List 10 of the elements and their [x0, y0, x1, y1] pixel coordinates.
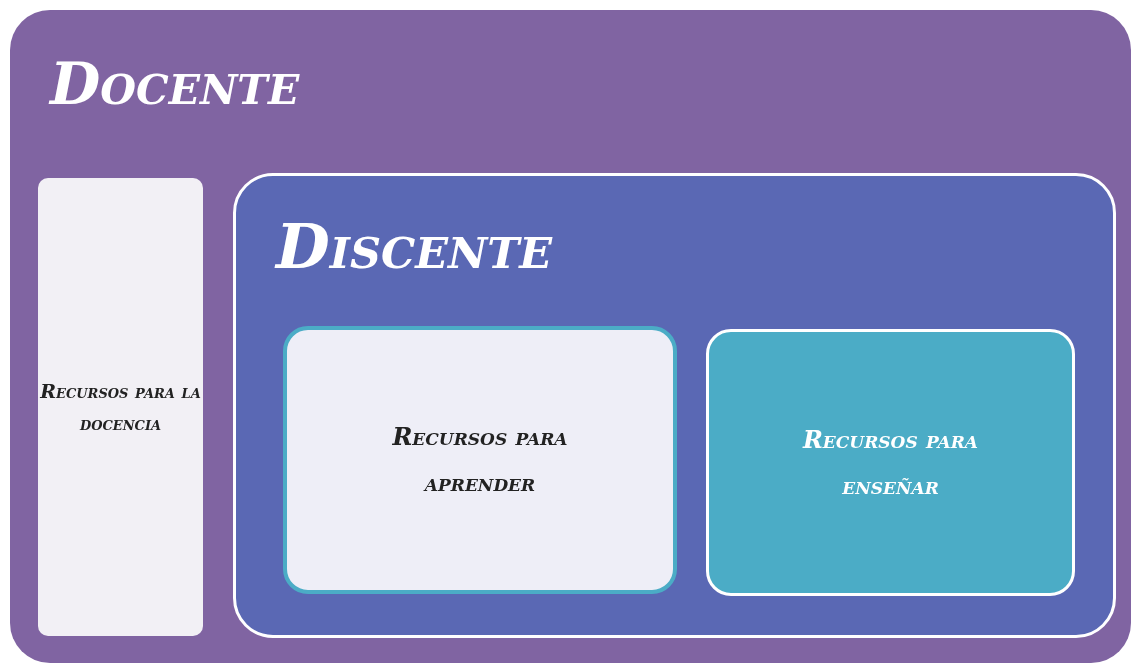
resource-card: [38, 178, 203, 636]
panel-title: Discente: [276, 216, 552, 278]
outer-panel: [10, 10, 1131, 663]
resource-card: [706, 329, 1075, 596]
card-label: Recursos para aprender: [391, 421, 569, 499]
inner-panel: [233, 173, 1116, 638]
card-label: Recursos para la docencia: [39, 378, 202, 436]
resource-card: [283, 326, 677, 594]
panel-title: Docente: [50, 55, 300, 113]
card-label: Recursos para enseñar: [801, 423, 980, 502]
